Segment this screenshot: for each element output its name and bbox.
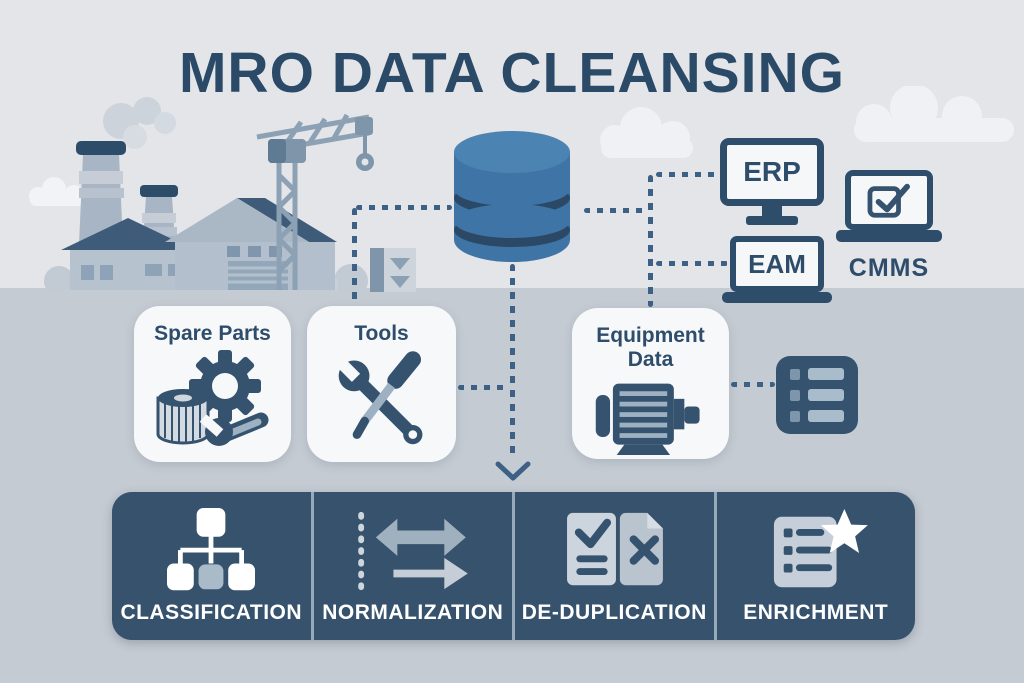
laptop-checkbox-icon <box>845 170 933 230</box>
card-tools: Tools <box>307 306 456 462</box>
card-spare-parts: Spare Parts <box>134 306 291 462</box>
documents-check-x-icon <box>553 492 675 601</box>
connector-tools-to-center-h <box>458 385 508 390</box>
wrench-screwdriver-icon <box>331 351 422 445</box>
cmms-label: CMMS <box>848 254 930 282</box>
step-label: ENRICHMENT <box>743 601 889 624</box>
cloud-icon <box>854 86 1014 142</box>
page-title: MRO DATA CLEANSING <box>178 41 846 105</box>
gear-filter-wrench-icon <box>156 350 268 447</box>
database-icon <box>454 131 570 262</box>
cmms-system: CMMS <box>836 170 942 283</box>
step-normalization: NORMALIZATION <box>314 492 513 640</box>
card-title: Equipment Data <box>596 324 705 372</box>
connector-equipment-to-list-h <box>731 382 775 387</box>
cabinet-download-icon <box>370 248 416 292</box>
laptop-base <box>836 230 942 242</box>
list-row <box>790 368 844 380</box>
cloud-icon <box>29 177 86 206</box>
list-row <box>790 389 844 401</box>
card-title: Tools <box>354 322 409 345</box>
eam-label: EAM <box>748 248 806 279</box>
laptop-icon: EAM <box>730 236 824 292</box>
arrow-down-icon <box>495 461 531 481</box>
erp-system: ERP <box>720 138 824 225</box>
step-enrichment: ENRICHMENT <box>717 492 916 640</box>
connector-db-to-systems-h <box>584 208 648 213</box>
bar-divider <box>512 492 515 640</box>
connector-to-erp-h <box>656 172 716 177</box>
data-list-icon <box>776 356 858 434</box>
process-bar: CLASSIFICATION NORMALIZATION <box>112 492 915 640</box>
monitor-neck <box>762 206 782 216</box>
connector-db-to-process-v <box>510 264 515 460</box>
card-title: Spare Parts <box>154 322 271 345</box>
step-classification: CLASSIFICATION <box>112 492 311 640</box>
card-equipment-data: Equipment Data <box>572 308 729 459</box>
checkbox-check-icon <box>867 183 910 218</box>
step-label: NORMALIZATION <box>322 601 504 624</box>
transfer-arrows-icon <box>352 492 474 601</box>
document-star-icon <box>761 492 871 601</box>
eam-system: EAM <box>722 236 832 303</box>
monitor-base <box>746 216 798 225</box>
bar-divider <box>310 492 314 640</box>
step-label: CLASSIFICATION <box>120 601 303 624</box>
factory-illustration <box>44 97 374 290</box>
step-de-duplication: DE-DUPLICATION <box>515 492 714 640</box>
step-label: DE-DUPLICATION <box>521 601 707 624</box>
connector-db-to-tools-v <box>352 208 357 308</box>
monitor-icon: ERP <box>720 138 824 206</box>
electric-motor-icon <box>595 383 700 456</box>
laptop-base <box>722 292 832 303</box>
hierarchy-icon <box>161 492 261 601</box>
connector-systems-v <box>648 175 653 307</box>
connector-db-to-tools-h <box>356 205 452 210</box>
erp-label: ERP <box>743 156 801 187</box>
list-row <box>790 410 844 422</box>
cloud-icon <box>600 107 693 158</box>
bar-divider <box>713 492 717 640</box>
connector-to-eam-h <box>656 261 728 266</box>
